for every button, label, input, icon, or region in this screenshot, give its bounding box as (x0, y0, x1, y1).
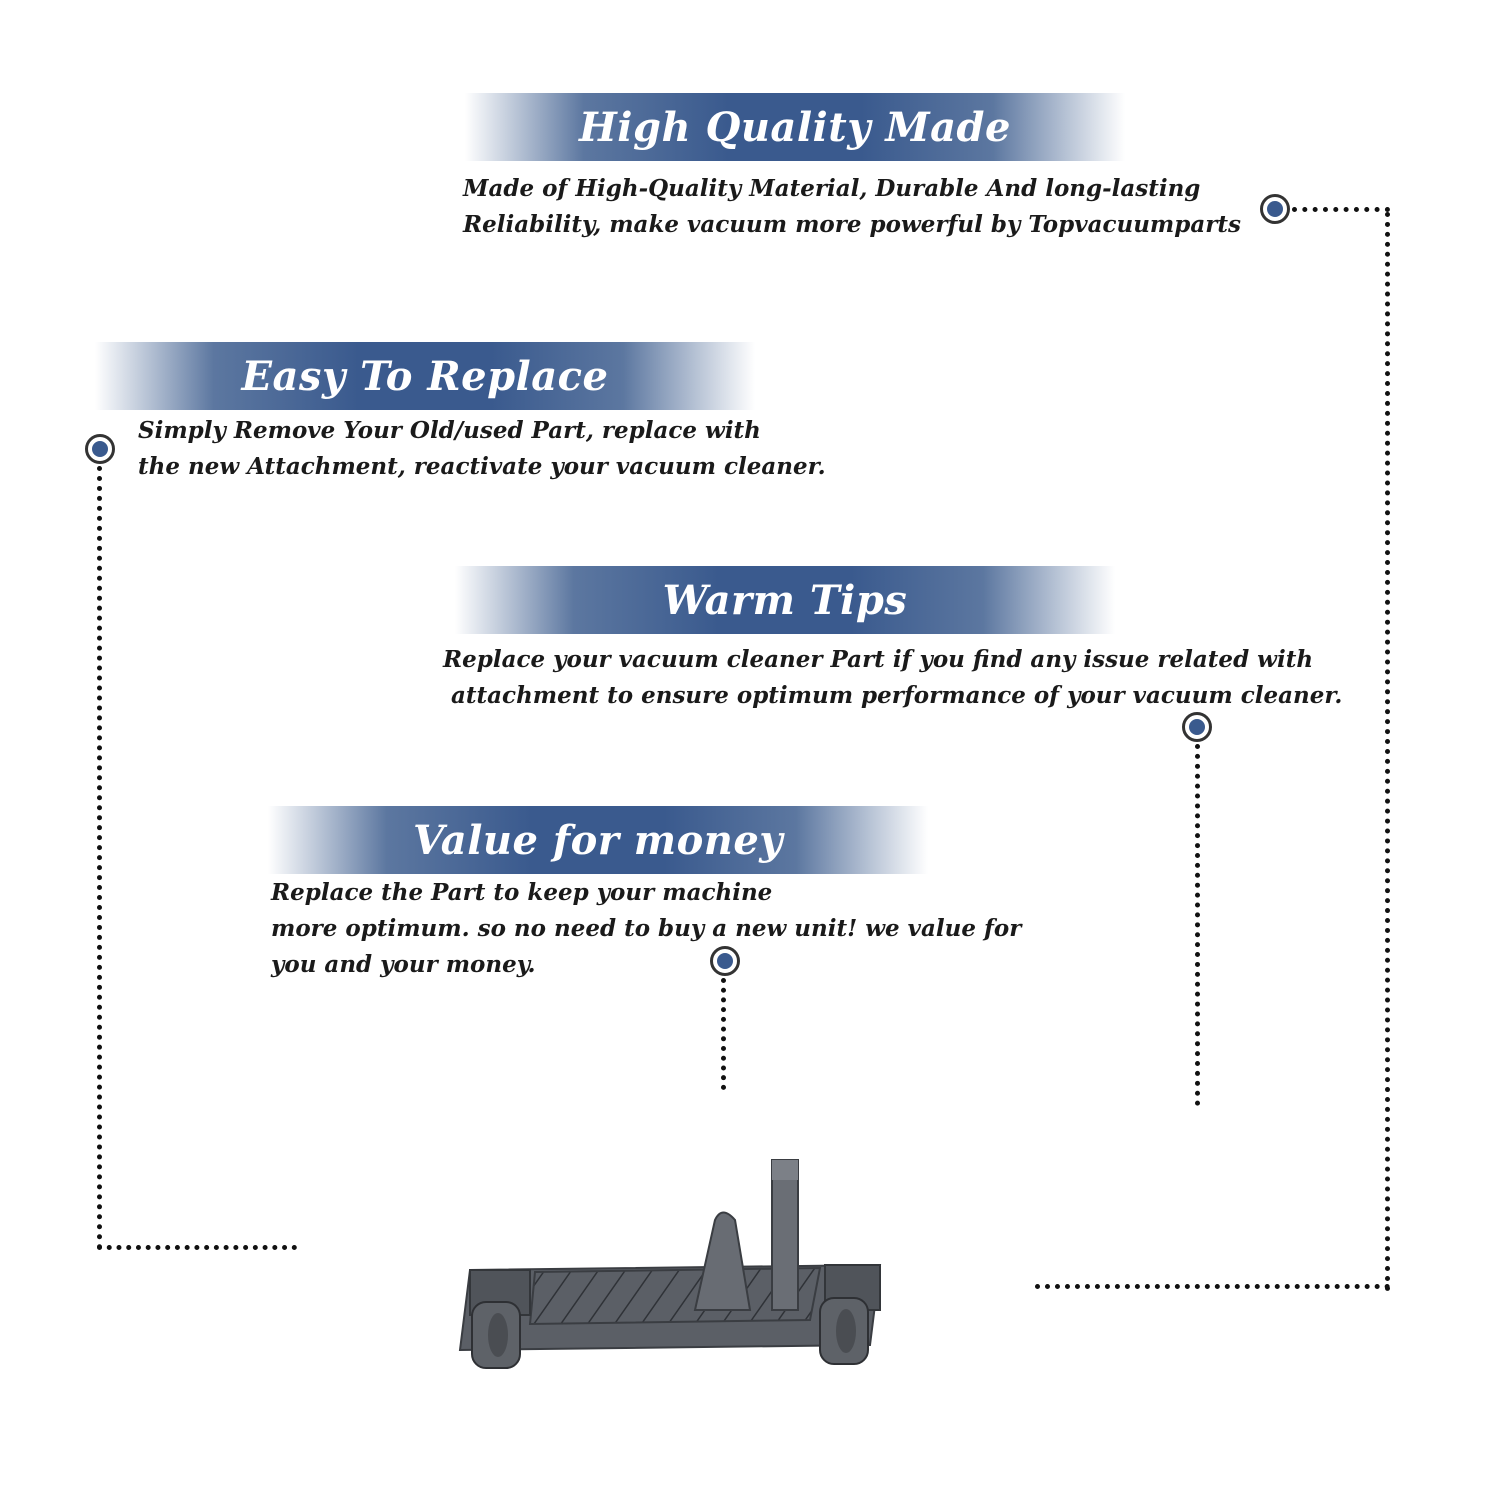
target-bullet-icon (85, 434, 115, 464)
target-bullet-icon (1182, 712, 1212, 742)
description-line: Reliability, make vacuum more powerful b… (463, 211, 1241, 238)
banner-high-quality-made: High Quality Made (465, 93, 1125, 161)
section-title-warm-tips: Warm Tips (662, 576, 908, 624)
description-line: attachment to ensure optimum performance… (443, 682, 1343, 709)
connector-line (97, 1245, 297, 1250)
connector-line (1035, 1284, 1390, 1289)
description-line: Made of High-Quality Material, Durable A… (463, 175, 1201, 202)
description-line: Replace the Part to keep your machine (271, 879, 773, 906)
target-bullet-icon (710, 946, 740, 976)
banner-easy-to-replace: Easy To Replace (95, 342, 755, 410)
connector-line (721, 978, 726, 1090)
description-line: you and your money. (271, 951, 536, 978)
connector-line (1292, 207, 1390, 212)
section-description-easy-to-replace: Simply Remove Your Old/used Part, replac… (138, 413, 826, 485)
section-description-high-quality-made: Made of High-Quality Material, Durable A… (463, 171, 1241, 243)
description-line: Replace your vacuum cleaner Part if you … (443, 646, 1314, 673)
section-title-easy-to-replace: Easy To Replace (241, 352, 609, 400)
connector-line (97, 466, 102, 1250)
section-title-high-quality-made: High Quality Made (579, 103, 1011, 151)
description-line: more optimum. so no need to buy a new un… (271, 915, 1022, 942)
connector-line (1195, 744, 1200, 1106)
description-line: the new Attachment, reactivate your vacu… (138, 453, 826, 480)
product-image (458, 1159, 882, 1369)
target-bullet-icon (1260, 194, 1290, 224)
connector-line (1385, 212, 1390, 1292)
section-description-warm-tips: Replace your vacuum cleaner Part if you … (443, 642, 1342, 714)
section-description-value-for-money: Replace the Part to keep your machine mo… (271, 875, 1021, 983)
section-title-value-for-money: Value for money (412, 816, 784, 864)
banner-value-for-money: Value for money (268, 806, 928, 874)
description-line: Simply Remove Your Old/used Part, replac… (138, 417, 761, 444)
banner-warm-tips: Warm Tips (455, 566, 1115, 634)
